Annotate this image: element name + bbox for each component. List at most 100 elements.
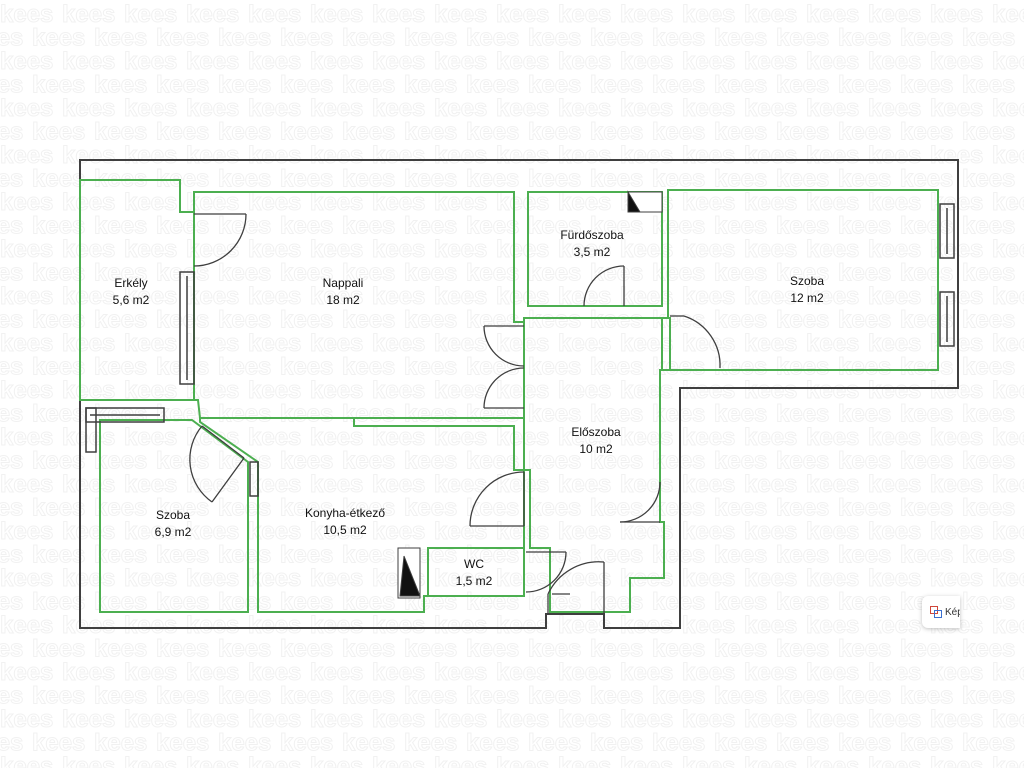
watermark-text: kees [342, 683, 395, 710]
watermark-text: kees [652, 213, 705, 240]
watermark-text: kees [32, 589, 85, 616]
watermark-text: kees [94, 25, 147, 52]
watermark-text: kees [868, 753, 921, 768]
watermark-text: kees [930, 48, 983, 75]
watermark-text: kees [528, 354, 581, 381]
watermark-text: kees [404, 683, 457, 710]
watermark-text: kees [94, 683, 147, 710]
watermark-text: kees [156, 448, 209, 475]
watermark-text: kees [310, 95, 363, 122]
watermark-text: kees [62, 424, 115, 451]
watermark-text: kees [156, 542, 209, 569]
watermark-text: kees [248, 283, 301, 310]
watermark-text: kees [156, 354, 209, 381]
watermark-text: kees [930, 471, 983, 498]
watermark-text: kees [620, 753, 673, 768]
watermark-text: kees [404, 119, 457, 146]
watermark-text: kees [372, 377, 425, 404]
watermark-text: kees [372, 518, 425, 545]
watermark-text: kees [372, 659, 425, 686]
watermark-text: kees [590, 683, 643, 710]
watermark-text: kees [186, 612, 239, 639]
watermark-text: kees [496, 377, 549, 404]
watermark-text: kees [962, 166, 1015, 193]
watermark-text: kees [62, 659, 115, 686]
watermark-text: kees [868, 659, 921, 686]
watermark-text: kees [620, 471, 673, 498]
watermark-text: kees [434, 612, 487, 639]
watermark-text: kees [218, 354, 271, 381]
watermark-text: kees [838, 213, 891, 240]
image-chip[interactable]: Kép [922, 596, 960, 628]
watermark-text: kees [528, 495, 581, 522]
watermark-text: kees [496, 659, 549, 686]
watermark-text: kees [218, 495, 271, 522]
watermark-text: kees [466, 448, 519, 475]
watermark-text: kees [714, 730, 767, 757]
watermark-text: kees [0, 330, 53, 357]
watermark-text: kees [744, 612, 797, 639]
watermark-text: kees [0, 166, 23, 193]
watermark-text: kees [434, 189, 487, 216]
watermark-text: kees [466, 542, 519, 569]
watermark-text: kees [868, 142, 921, 169]
watermark-text: kees [156, 683, 209, 710]
watermark-text: kees [0, 95, 53, 122]
watermark-text: kees [776, 25, 829, 52]
watermark-text: kees [992, 424, 1024, 451]
watermark-text: kees [280, 260, 333, 287]
watermark-text: kees [620, 236, 673, 263]
window-szoba-left-side [85, 407, 97, 453]
watermark-text: kees [992, 612, 1024, 639]
watermark-text: kees [900, 166, 953, 193]
watermark-text: kees [466, 401, 519, 428]
watermark-text: kees [838, 25, 891, 52]
watermark-text: kees [962, 448, 1015, 475]
watermark-text: kees [434, 471, 487, 498]
watermark-text: kees [372, 706, 425, 733]
watermark-text: kees [682, 283, 735, 310]
watermark-text: kees [156, 213, 209, 240]
watermark-text: kees [310, 424, 363, 451]
watermark-text: kees [434, 1, 487, 28]
watermark-text: kees [32, 683, 85, 710]
door-nappali-eloszoba [483, 325, 525, 409]
watermark-text: kees [962, 683, 1015, 710]
watermark-text: kees [186, 48, 239, 75]
watermark-text: kees [806, 1, 859, 28]
watermark-text: kees [744, 424, 797, 451]
watermark-text: kees [930, 706, 983, 733]
watermark-text: kees [652, 25, 705, 52]
watermark-text: kees [776, 166, 829, 193]
watermark-text: kees [156, 119, 209, 146]
watermark-text: kees [558, 377, 611, 404]
watermark-text: kees [0, 612, 53, 639]
watermark-text: kees [528, 448, 581, 475]
room-area-konyha: 10,5 m2 [323, 523, 367, 537]
watermark-text: kees [962, 213, 1015, 240]
watermark-text: kees [310, 706, 363, 733]
window-szoba-right-top [939, 203, 955, 259]
watermark-text: kees [124, 424, 177, 451]
watermark-text: kees [776, 119, 829, 146]
watermark-text: kees [280, 213, 333, 240]
watermark-text: kees [248, 330, 301, 357]
watermark-text: kees [404, 730, 457, 757]
watermark-text: kees [0, 142, 53, 169]
watermark-text: kees [992, 48, 1024, 75]
watermark-text: kees [528, 119, 581, 146]
room-area-nappali: 18 m2 [326, 293, 360, 307]
watermark-text: kees [434, 236, 487, 263]
watermark-text: kees [404, 213, 457, 240]
watermark-text: kees [62, 48, 115, 75]
watermark-text: kees [962, 730, 1015, 757]
watermark-text: kees [806, 518, 859, 545]
watermark-text: kees [342, 307, 395, 334]
watermark-text: kees [714, 495, 767, 522]
watermark-text: kees [714, 354, 767, 381]
watermark-text: kees [372, 142, 425, 169]
watermark-text: kees [590, 636, 643, 663]
watermark-text: kees [900, 401, 953, 428]
watermark-text: kees [404, 25, 457, 52]
watermark-text: kees [682, 48, 735, 75]
